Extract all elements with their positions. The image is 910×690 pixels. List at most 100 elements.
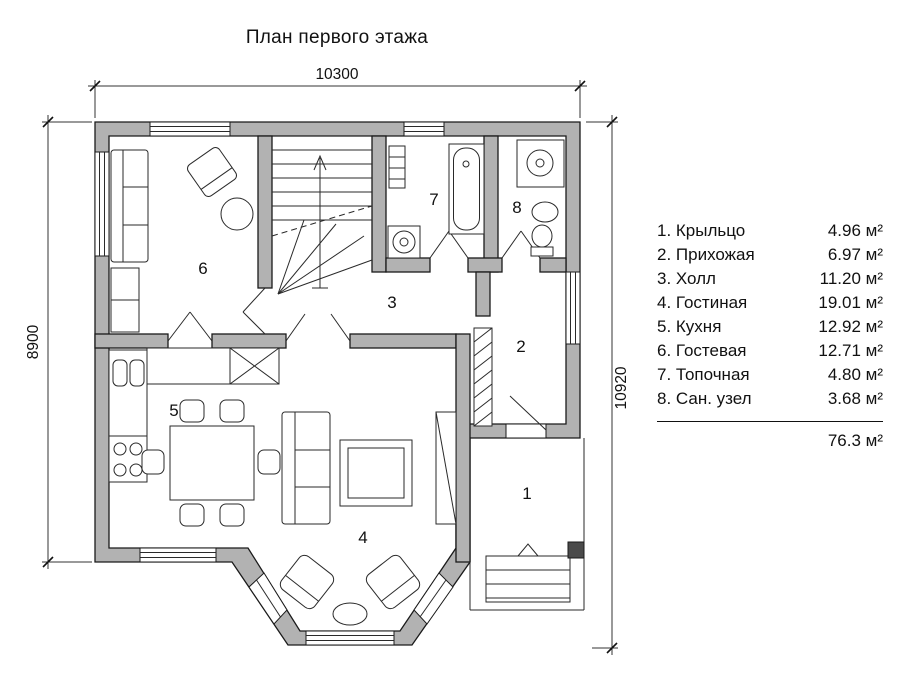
living-sofa — [281, 411, 331, 525]
dining-table — [169, 425, 255, 501]
dimension-top: 10300 — [88, 66, 587, 118]
chair — [179, 399, 205, 423]
furniture-living-room — [279, 411, 457, 626]
stair-west-wall — [257, 135, 273, 289]
heater-tank — [388, 145, 406, 189]
legend-divider — [657, 421, 883, 422]
dimension-left: 8900 — [25, 115, 92, 569]
sink — [531, 201, 559, 223]
legend-item-label: 8. Сан. узел — [657, 389, 752, 408]
room-label-living: 4 — [358, 528, 367, 547]
door-guestroom-kitchen — [167, 311, 213, 342]
wardrobe — [473, 327, 493, 427]
legend-item-area: 4.80 м² — [827, 365, 883, 384]
shower — [516, 139, 565, 188]
stair-east-wall — [371, 135, 387, 273]
legend-item-area: 19.01 м² — [818, 293, 883, 312]
legend-item-label: 5. Кухня — [657, 317, 722, 336]
hallway-stub-wall — [475, 271, 491, 317]
dim-left-label: 8900 — [25, 324, 42, 359]
sofa — [110, 149, 149, 263]
hall-north-wall-b — [467, 257, 503, 273]
toilet — [531, 224, 553, 248]
door-guestroom-hall — [242, 287, 266, 335]
room-label-porch: 1 — [522, 484, 531, 503]
legend-item-2: 2. Прихожая 6.97 м² — [657, 243, 883, 267]
chair — [257, 449, 281, 475]
window-guest-top — [149, 121, 231, 137]
room-label-kitchen: 5 — [169, 401, 178, 420]
legend-item-area: 6.97 м² — [827, 245, 883, 264]
window-boiler-top — [403, 121, 445, 137]
porch — [469, 438, 585, 611]
window-entry-right — [565, 271, 581, 345]
hall-north-wall-c — [539, 257, 567, 273]
kitchen-sink — [112, 359, 128, 387]
legend-item-1: 1. Крыльцо 4.96 м² — [657, 219, 883, 243]
guestroom-south-wall-a — [94, 333, 169, 349]
kitchen-counter-top — [146, 347, 231, 385]
window-bay-right — [413, 572, 454, 625]
legend-item-label: 2. Прихожая — [657, 245, 755, 264]
door-hall-living — [285, 313, 351, 342]
dimension-right: 10920 — [586, 115, 630, 655]
furniture-boiler-room — [387, 143, 485, 259]
page-title: План первого этажа — [245, 27, 429, 48]
windows — [94, 121, 581, 646]
dim-right-label: 10920 — [613, 366, 630, 409]
legend-item-area: 11.20 м² — [819, 269, 883, 288]
legend-item-area: 3.68 м² — [827, 389, 883, 408]
interior-walls — [94, 135, 567, 563]
guestroom-south-wall-b — [211, 333, 287, 349]
side-table — [332, 602, 368, 626]
chair — [219, 503, 245, 527]
legend-item-area: 4.96 м² — [827, 221, 883, 240]
legend-item-area: 12.71 м² — [818, 341, 883, 360]
legend-item-label: 6. Гостевая — [657, 341, 747, 360]
furniture-guest-room — [110, 147, 254, 333]
legend-item-label: 7. Топочная — [657, 365, 750, 384]
porch-column — [567, 541, 585, 559]
bay-armchair — [279, 554, 335, 610]
front-door-leaf — [509, 395, 547, 431]
round-table — [220, 197, 254, 231]
door-boiler-room — [429, 230, 469, 259]
legend-item-6: 6. Гостевая 12.71 м² — [657, 339, 883, 363]
dim-top-label: 10300 — [315, 66, 358, 83]
legend-total: 76.3 м² — [827, 431, 883, 450]
legend-item-7: 7. Топочная 4.80 м² — [657, 363, 883, 387]
furniture-bathroom — [516, 139, 565, 257]
furniture-kitchen — [108, 347, 281, 527]
room-label-boiler: 7 — [429, 190, 438, 209]
chair — [219, 399, 245, 423]
armchair — [187, 147, 237, 197]
legend-item-8: 8. Сан. узел 3.68 м² — [657, 387, 883, 411]
front-door-opening — [505, 423, 547, 439]
legend-item-label: 1. Крыльцо — [657, 221, 746, 240]
room-label-hall: 3 — [387, 293, 396, 312]
wall-room7-room8 — [483, 135, 499, 273]
legend-item-4: 4. Гостиная 19.01 м² — [657, 291, 883, 315]
staircase — [271, 149, 373, 295]
legend-item-area: 12.92 м² — [818, 317, 883, 336]
window-bay-left — [248, 572, 288, 625]
legend-item-5: 5. Кухня 12.92 м² — [657, 315, 883, 339]
chair — [141, 449, 165, 475]
legend-item-label: 3. Холл — [657, 269, 716, 288]
room-label-bathroom: 8 — [512, 198, 521, 217]
window-bay-bottom — [305, 630, 395, 646]
hall-north-wall-a — [385, 257, 431, 273]
legend-item-label: 4. Гостиная — [657, 293, 748, 312]
hall-south-wall — [349, 333, 457, 349]
porch-steps — [485, 543, 571, 603]
bay-armchair — [365, 554, 421, 610]
chair — [179, 503, 205, 527]
stove — [108, 435, 148, 483]
room-label-guestroom: 6 — [198, 259, 207, 278]
livingroom-east-wall — [455, 333, 471, 563]
room-label-entry: 2 — [516, 337, 525, 356]
doors — [167, 230, 547, 439]
window-guest-left — [94, 151, 110, 257]
